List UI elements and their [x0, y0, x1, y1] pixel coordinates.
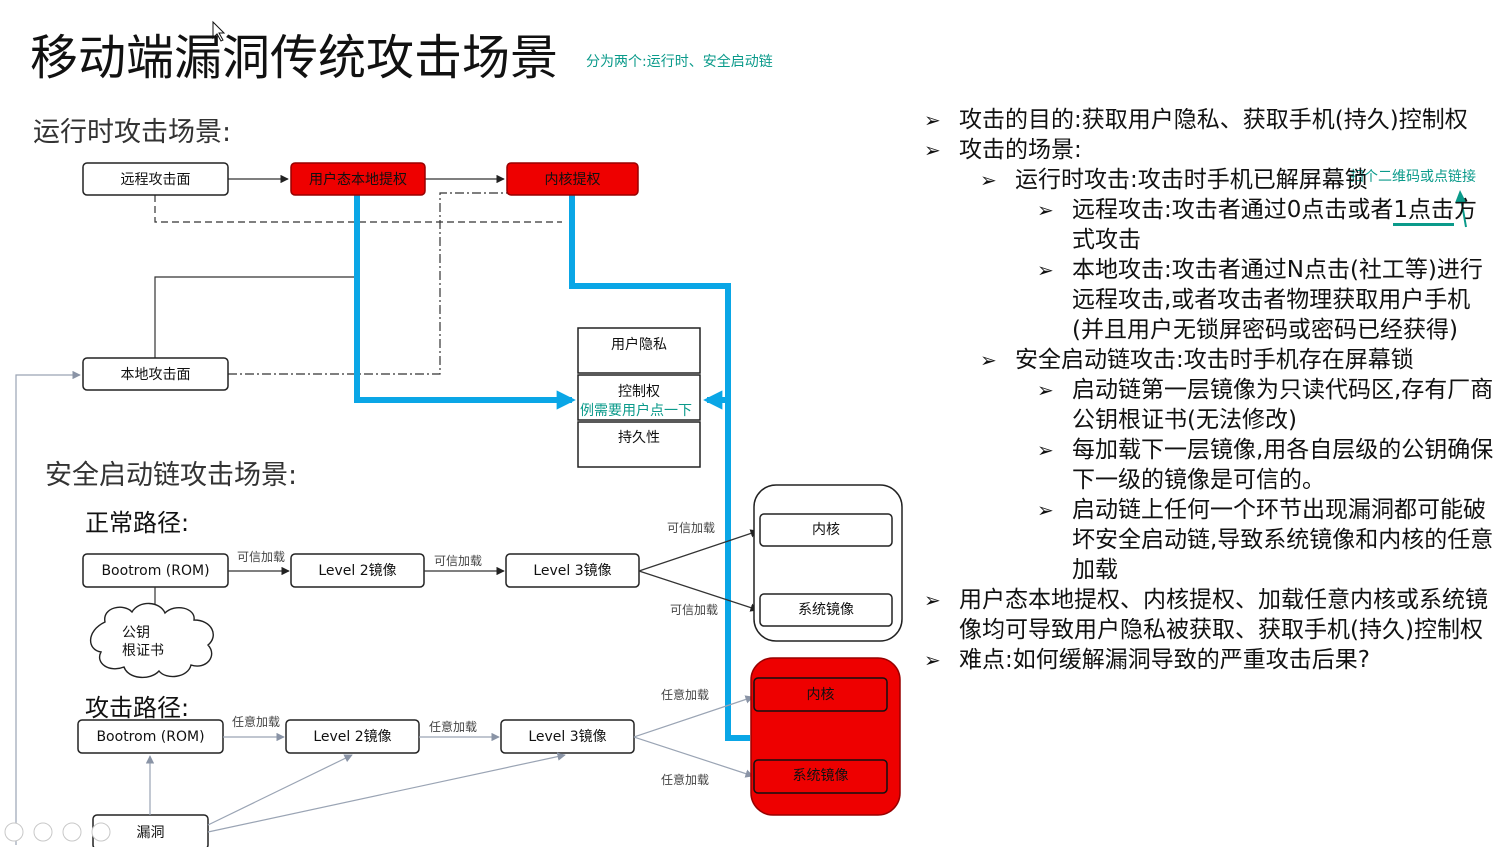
attack-system-image-label: 系统镜像 [793, 768, 849, 784]
page-title: 移动端漏洞传统攻击场景 [30, 30, 558, 86]
attack-bootrom-label: Bootrom (ROM) [96, 729, 204, 745]
user-privilege-escalation-box [290, 162, 426, 196]
attack-kernel-box [753, 677, 888, 712]
attack-level3-to-system-arrow [633, 736, 754, 778]
normal-kernel-box [759, 513, 893, 547]
bullet-secure-boot: 安全启动链攻击:攻击时手机存在屏幕锁 [980, 345, 1496, 375]
bullet-remote-text-end: 方式攻击 [1072, 197, 1478, 253]
bootchain-blue-path [725, 400, 750, 741]
bullet-remote-mark-1: 1点 [1393, 197, 1432, 226]
attack-any-load-label-4: 任意加载 [661, 772, 709, 787]
slide-nav-controls[interactable] [4, 822, 111, 842]
normal-trusted-load-label-1: 可信加载 [237, 550, 285, 564]
nav-prev-icon[interactable] [4, 822, 24, 842]
user-privacy-label: 用户隐私 [611, 336, 667, 353]
normal-level3-to-kernel-arrow [638, 529, 759, 572]
remote-attack-surface-box [82, 162, 229, 196]
control-label: 控制权 [618, 384, 660, 400]
userpriv-blue-path [354, 195, 576, 410]
bullet-goal: 攻击的目的:获取用户隐私、获取手机(持久)控制权 [924, 105, 1496, 135]
attack-path-heading: 攻击路径: [85, 694, 189, 722]
attack-any-load-label-3: 任意加载 [661, 687, 709, 702]
kernel-privilege-escalation-label: 内核提权 [545, 172, 601, 188]
bullet-runtime: 运行时攻击:攻击时手机已解屏幕锁 [980, 165, 1496, 195]
normal-system-image-label: 系统镜像 [798, 602, 854, 618]
title-annotation: 分为两个:运行时、安全启动链 [586, 53, 773, 70]
secure-boot-heading: 安全启动链攻击场景: [45, 460, 297, 491]
kernel-blue-path [569, 195, 731, 410]
bullet-any-link: 启动链上任何一个环节出现漏洞都可能破坏安全启动链,导致系统镜像和内核的任意加载 [1037, 495, 1496, 585]
user-privilege-escalation-label: 用户态本地提权 [309, 171, 407, 188]
bullet-scenarios: 攻击的场景: [924, 135, 1496, 165]
normal-kernel-label: 内核 [812, 522, 840, 538]
bullet-next-layer: 每加载下一层镜像,用各自层级的公钥确保下一级的镜像是可信的。 [1037, 435, 1496, 495]
normal-trusted-load-label-2: 可信加载 [434, 554, 482, 568]
normal-level3-to-system-arrow [638, 570, 759, 612]
remote-dashed-path [154, 195, 562, 223]
local-attack-surface-label: 本地攻击面 [121, 367, 191, 383]
bullet-consequence: 用户态本地提权、内核提权、加载任意内核或系统镜像均可导致用户隐私被获取、获取手机… [924, 585, 1496, 645]
bullet-remote-mark-2: 击 [1431, 197, 1455, 226]
normal-system-image-box [759, 593, 893, 627]
attack-kernel-label: 内核 [807, 687, 835, 703]
nav-menu-icon[interactable] [91, 822, 111, 842]
bullet-first-layer: 启动链第一层镜像为只读代码区,存有厂商公钥根证书(无法修改) [1037, 375, 1496, 435]
control-annotation: 例需要用户点一下 [580, 402, 692, 419]
persistence-box [577, 421, 701, 468]
local-to-path-connector [154, 276, 355, 358]
normal-bootrom-label: Bootrom (ROM) [101, 563, 209, 579]
vuln-to-level2-arrow [207, 754, 353, 826]
control-box [577, 374, 701, 421]
attack-level3-label: Level 3镜像 [528, 729, 606, 745]
remote-attack-surface-label: 远程攻击面 [121, 172, 191, 188]
attack-system-image-box [753, 759, 888, 794]
nav-next-icon[interactable] [33, 822, 53, 842]
user-privacy-box [577, 327, 701, 374]
bullet-remote-text: 远程攻击:攻击者通过0点击或者 [1072, 197, 1394, 223]
normal-trusted-load-label-3: 可信加载 [667, 521, 715, 535]
normal-level3-label: Level 3镜像 [533, 563, 611, 579]
attack-level3-to-kernel-arrow [633, 695, 754, 738]
bullet-local: 本地攻击:攻击者通过N点击(社工等)进行远程攻击,或者攻击者物理获取用户手机(并… [1037, 255, 1496, 345]
local-attack-surface-box [82, 357, 229, 391]
normal-path-heading: 正常路径: [85, 509, 189, 537]
vulnerability-label: 漏洞 [137, 825, 165, 841]
nav-pen-icon[interactable] [62, 822, 82, 842]
normal-trusted-load-label-4: 可信加载 [670, 603, 718, 617]
attack-any-load-label-1: 任意加载 [232, 714, 280, 729]
attack-level2-label: Level 2镜像 [313, 729, 391, 745]
persistence-label: 持久性 [618, 430, 660, 446]
bullet-difficulty: 难点:如何缓解漏洞导致的严重攻击后果? [924, 645, 1496, 675]
root-cert-label: 根证书 [122, 643, 164, 659]
runtime-heading: 运行时攻击场景: [33, 117, 231, 148]
pubkey-label: 公钥 [122, 625, 150, 641]
bullet-remote: 远程攻击:攻击者通过0点击或者1点击方式攻击 [1037, 195, 1496, 255]
kernel-privilege-escalation-box [506, 162, 639, 196]
mouse-cursor-icon [212, 20, 226, 42]
right-bullet-list: 攻击的目的:获取用户隐私、获取手机(持久)控制权 攻击的场景: 运行时攻击:攻击… [924, 105, 1496, 675]
normal-level2-label: Level 2镜像 [318, 563, 396, 579]
local-dashdot-path [228, 192, 562, 375]
vuln-to-level3-arrow [207, 752, 566, 833]
pubkey-cloud-shape [89, 602, 214, 678]
attack-any-load-label-2: 任意加载 [429, 719, 477, 734]
side-return-connector [15, 370, 81, 845]
